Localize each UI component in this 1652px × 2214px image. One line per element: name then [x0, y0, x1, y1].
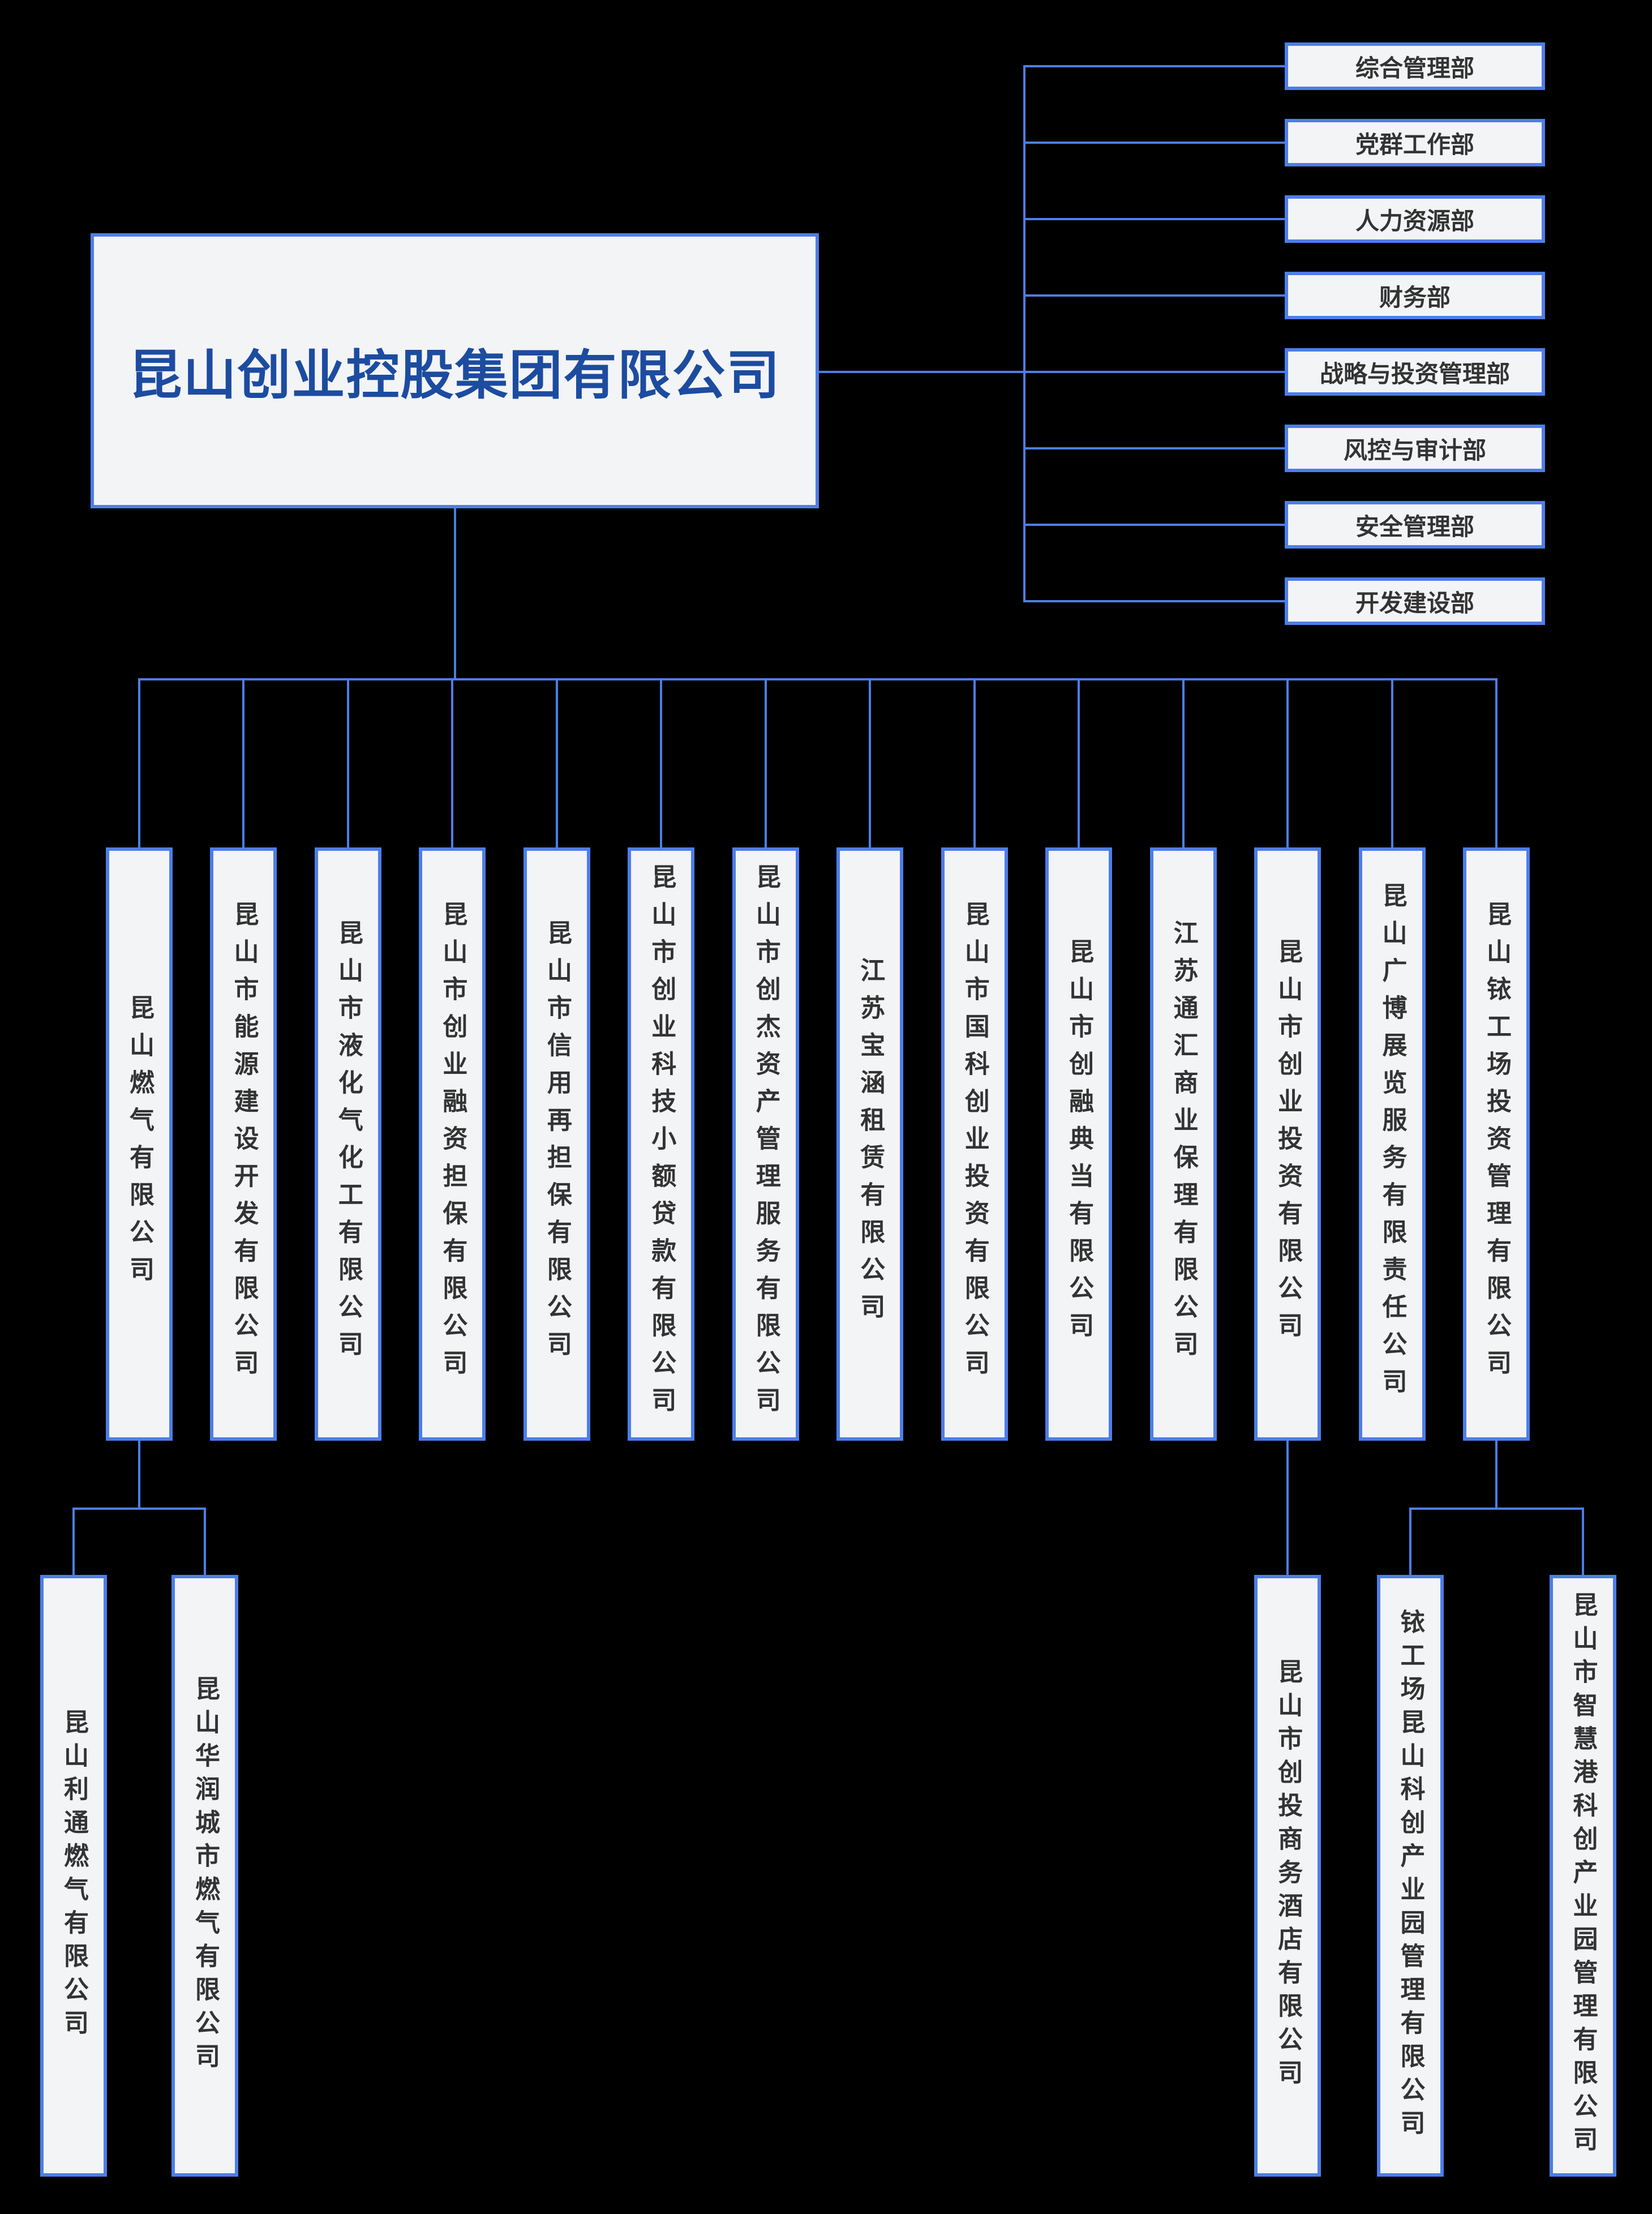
department-branch-line [1023, 142, 1285, 144]
child-drop-line [1581, 1508, 1584, 1575]
department-trunk-line [1023, 65, 1025, 602]
subsidiary-drop-line [346, 678, 349, 847]
department-node-label: 财务部 [1379, 284, 1451, 311]
sub-subsidiary-node: 昆山利通燃气有限公司 [40, 1575, 107, 2177]
sub-subsidiary-node-label: 铱工场昆山科创产业园管理有限公司 [1396, 1608, 1424, 2143]
subsidiary-node: 昆山市信用再担保有限公司 [523, 847, 590, 1441]
subsidiary-node: 昆山市创业投资有限公司 [1254, 847, 1321, 1441]
subsidiary-node: 江苏宝涵租赁有限公司 [836, 847, 904, 1441]
department-node: 安全管理部 [1285, 501, 1545, 549]
child-split-line [1409, 1508, 1584, 1510]
child-stem-line [1495, 1441, 1497, 1510]
sub-subsidiary-node-label: 昆山华润城市燃气有限公司 [191, 1675, 219, 2076]
subsidiary-drop-line [1078, 678, 1080, 847]
department-branch-line [1023, 65, 1285, 67]
subsidiary-node-label: 昆山市创业融资担保有限公司 [439, 901, 467, 1387]
subsidiary-node: 昆山市创业融资担保有限公司 [419, 847, 486, 1441]
department-branch-line [1023, 600, 1285, 602]
sub-subsidiary-node-label: 昆山市创投商务酒店有限公司 [1274, 1659, 1302, 2093]
subsidiary-node: 昆山燃气有限公司 [106, 847, 173, 1441]
subsidiary-node: 昆山市创杰资产管理服务有限公司 [732, 847, 799, 1441]
sub-subsidiary-node: 铱工场昆山科创产业园管理有限公司 [1376, 1575, 1444, 2177]
sub-subsidiary-node: 昆山市创投商务酒店有限公司 [1254, 1575, 1321, 2177]
department-node: 财务部 [1285, 272, 1545, 319]
subsidiary-node-label: 昆山燃气有限公司 [126, 995, 153, 1294]
department-node-label: 开发建设部 [1355, 589, 1474, 616]
subsidiary-node-label: 昆山市液化气化工有限公司 [334, 920, 362, 1368]
child-stem-line [138, 1441, 140, 1510]
subsidiary-drop-line [660, 678, 663, 847]
child-drop-line [204, 1508, 206, 1575]
subsidiary-drop-line [1286, 678, 1289, 847]
subsidiary-node-label: 昆山市信用再担保有限公司 [543, 920, 571, 1368]
root-to-departments-line [819, 371, 1025, 373]
subsidiary-node-label: 昆山市能源建设开发有限公司 [230, 901, 258, 1387]
department-branch-line [1023, 524, 1285, 526]
child-drop-line [1286, 1441, 1289, 1575]
subsidiary-node: 江苏通汇商业保理有限公司 [1149, 847, 1217, 1441]
department-branch-line [1023, 294, 1285, 297]
sub-subsidiary-node: 昆山华润城市燃气有限公司 [171, 1575, 238, 2177]
sub-subsidiary-node: 昆山市智慧港科创产业园管理有限公司 [1549, 1575, 1616, 2177]
subsidiary-node-label: 昆山市创业投资有限公司 [1274, 939, 1302, 1350]
subsidiary-node-label: 江苏宝涵租赁有限公司 [856, 957, 885, 1331]
subsidiary-drop-line [764, 678, 767, 847]
department-branch-line [1023, 447, 1285, 449]
child-drop-line [72, 1508, 75, 1575]
department-node: 人力资源部 [1285, 195, 1545, 243]
subsidiary-drop-line [451, 678, 454, 847]
sub-subsidiary-node-label: 昆山市智慧港科创产业园管理有限公司 [1569, 1592, 1597, 2160]
subsidiary-drop-line [869, 678, 872, 847]
subsidiary-drop-line [138, 678, 140, 847]
subsidiary-node: 昆山市液化气化工有限公司 [314, 847, 381, 1441]
department-node-label: 党群工作部 [1355, 131, 1474, 158]
subsidiary-node-label: 昆山市创融典当有限公司 [1065, 939, 1093, 1350]
department-node: 战略与投资管理部 [1285, 348, 1545, 396]
department-node: 综合管理部 [1285, 42, 1545, 90]
subsidiary-node-label: 昆山广博展览服务有限责任公司 [1378, 883, 1406, 1406]
subsidiary-node-label: 昆山市创杰资产管理服务有限公司 [752, 864, 780, 1424]
subsidiary-node-label: 江苏通汇商业保理有限公司 [1169, 920, 1198, 1368]
org-root-node: 昆山创业控股集团有限公司 [91, 233, 819, 508]
subsidiary-node-label: 昆山铱工场投资管理有限公司 [1483, 901, 1511, 1387]
department-node-label: 安全管理部 [1355, 513, 1474, 540]
subsidiary-node-label: 昆山市国科创业投资有限公司 [960, 901, 989, 1387]
sub-subsidiary-node-label: 昆山利通燃气有限公司 [60, 1708, 88, 2043]
subsidiary-node: 昆山市创业科技小额贷款有限公司 [628, 847, 695, 1441]
subsidiary-drop-line [555, 678, 558, 847]
subsidiary-node: 昆山市国科创业投资有限公司 [941, 847, 1008, 1441]
department-node: 党群工作部 [1285, 119, 1545, 166]
subsidiary-node-label: 昆山市创业科技小额贷款有限公司 [647, 864, 676, 1424]
child-split-line [72, 1508, 206, 1510]
department-node-label: 人力资源部 [1355, 207, 1474, 234]
child-drop-line [1409, 1508, 1411, 1575]
department-node-label: 综合管理部 [1355, 54, 1474, 82]
subsidiary-node: 昆山市能源建设开发有限公司 [210, 847, 277, 1441]
department-branch-line [1023, 371, 1285, 373]
subsidiary-drop-line [1495, 678, 1497, 847]
org-root-title: 昆山创业控股集团有限公司 [128, 345, 781, 405]
subsidiary-node: 昆山市创融典当有限公司 [1045, 847, 1113, 1441]
department-node-label: 风控与审计部 [1343, 436, 1486, 464]
root-drop-line [453, 508, 456, 680]
subsidiary-drop-line [242, 678, 245, 847]
department-branch-line [1023, 218, 1285, 220]
department-node: 开发建设部 [1285, 577, 1545, 625]
department-node-label: 战略与投资管理部 [1319, 360, 1510, 387]
subsidiary-node: 昆山广博展览服务有限责任公司 [1358, 847, 1426, 1441]
subsidiary-drop-line [973, 678, 976, 847]
department-node: 风控与审计部 [1285, 425, 1545, 472]
subsidiary-drop-line [1182, 678, 1185, 847]
subsidiary-drop-line [1391, 678, 1393, 847]
subsidiary-node: 昆山铱工场投资管理有限公司 [1463, 847, 1530, 1441]
subsidiary-distribution-line [138, 678, 1497, 680]
